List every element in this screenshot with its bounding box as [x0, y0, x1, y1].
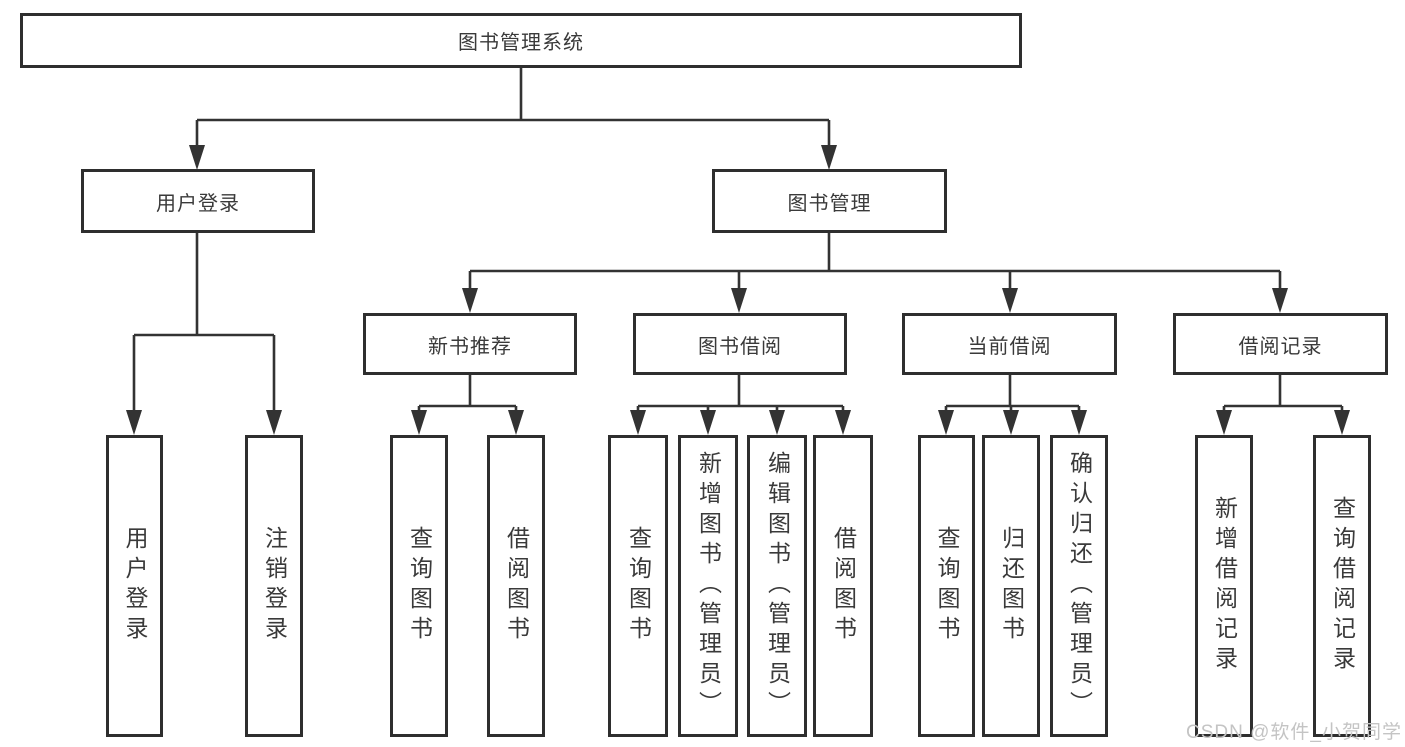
leaf-borrow-books: 借阅图书 — [813, 435, 873, 737]
node-label: 图书管理系统 — [458, 32, 584, 54]
node-label: 当前借阅 — [967, 335, 1052, 358]
connector-book-borrowing-children — [630, 375, 851, 435]
node-label: 归还图书 — [998, 526, 1025, 646]
node-label: 查询图书 — [625, 526, 652, 646]
node-label: 查询图书 — [934, 526, 960, 646]
node-label: 注销登录 — [261, 526, 288, 646]
node-label: 确认归还（管理员） — [1066, 451, 1093, 721]
connector-current-borrowing-children — [938, 375, 1087, 435]
connector-new-book-recommend-children — [411, 375, 524, 435]
node-library-management-system: 图书管理系统 — [20, 13, 1022, 68]
leaf-logout-login: 注销登录 — [245, 435, 303, 737]
connector-borrowing-records-children — [1216, 375, 1350, 435]
leaf-return-books: 归还图书 — [982, 435, 1040, 737]
node-label: 新书推荐 — [428, 335, 512, 358]
node-label: 借阅图书 — [830, 526, 857, 646]
leaf-borrow-books-recommend: 借阅图书 — [487, 435, 545, 737]
node-label: 查询借阅记录 — [1329, 496, 1356, 676]
node-borrowing-records: 借阅记录 — [1173, 313, 1388, 375]
node-label: 新增图书（管理员） — [695, 451, 722, 721]
node-book-management: 图书管理 — [712, 169, 947, 233]
leaf-query-books-current: 查询图书 — [918, 435, 975, 737]
node-label: 借阅图书 — [503, 526, 530, 646]
leaf-add-borrow-record: 新增借阅记录 — [1195, 435, 1253, 737]
leaf-query-borrow-record: 查询借阅记录 — [1313, 435, 1371, 737]
node-label: 图书借阅 — [698, 335, 782, 358]
leaf-edit-books-admin: 编辑图书（管理员） — [747, 435, 807, 737]
connector-user-login-children — [126, 233, 282, 435]
connector-book-management-children — [462, 233, 1288, 313]
leaf-confirm-return-admin: 确认归还（管理员） — [1050, 435, 1108, 737]
leaf-query-books-borrowing: 查询图书 — [608, 435, 668, 737]
csdn-watermark: CSDN @软件_小贺同学 — [1186, 722, 1402, 743]
node-label: 查询图书 — [406, 526, 433, 646]
node-label: 图书管理 — [787, 192, 872, 215]
leaf-user-login: 用户登录 — [106, 435, 163, 737]
leaf-query-books-recommend: 查询图书 — [390, 435, 448, 737]
node-user-login-branch: 用户登录 — [81, 169, 315, 233]
node-current-borrowing: 当前借阅 — [902, 313, 1117, 375]
node-label: 用户登录 — [122, 526, 148, 646]
node-label: 借阅记录 — [1238, 335, 1323, 358]
node-label: 用户登录 — [156, 192, 240, 215]
node-label: 编辑图书（管理员） — [764, 451, 791, 721]
leaf-add-books-admin: 新增图书（管理员） — [678, 435, 738, 737]
node-new-book-recommend: 新书推荐 — [363, 313, 577, 375]
node-book-borrowing: 图书借阅 — [633, 313, 847, 375]
connector-root-children — [189, 68, 837, 170]
node-label: 新增借阅记录 — [1211, 496, 1238, 676]
